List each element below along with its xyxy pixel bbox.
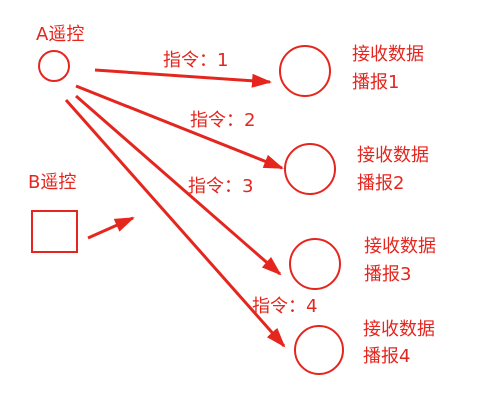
receiver-2-line2: 播报2 [357, 173, 404, 194]
receiver-1-line2: 播报1 [352, 72, 399, 93]
remote-b-label: B遥控 [28, 172, 76, 193]
remote-a-node [38, 50, 70, 82]
command-arrow-2 [75, 84, 284, 170]
command-label-3: 指令：3 [188, 176, 253, 197]
receiver-node-4 [294, 325, 344, 375]
receiver-2-line1: 接收数据 [357, 145, 429, 166]
command-label-1: 指令：1 [163, 50, 228, 71]
receiver-4-line2: 播报4 [363, 346, 410, 367]
command-label-4: 指令：4 [252, 296, 317, 317]
remote-b-arrow [87, 216, 135, 240]
receiver-3-line1: 接收数据 [364, 236, 436, 257]
receiver-4-line1: 接收数据 [363, 319, 435, 340]
command-arrow-3 [75, 94, 282, 276]
receiver-node-2 [284, 143, 336, 195]
receiver-node-3 [289, 238, 341, 290]
receiver-node-1 [279, 45, 331, 97]
receiver-3-line2: 播报3 [364, 264, 411, 285]
command-arrow-4 [64, 99, 286, 348]
remote-a-label: A遥控 [36, 24, 84, 45]
command-label-2: 指令：2 [190, 110, 255, 131]
command-arrow-1 [94, 68, 272, 88]
receiver-1-line1: 接收数据 [352, 44, 424, 65]
remote-b-node [31, 210, 78, 253]
